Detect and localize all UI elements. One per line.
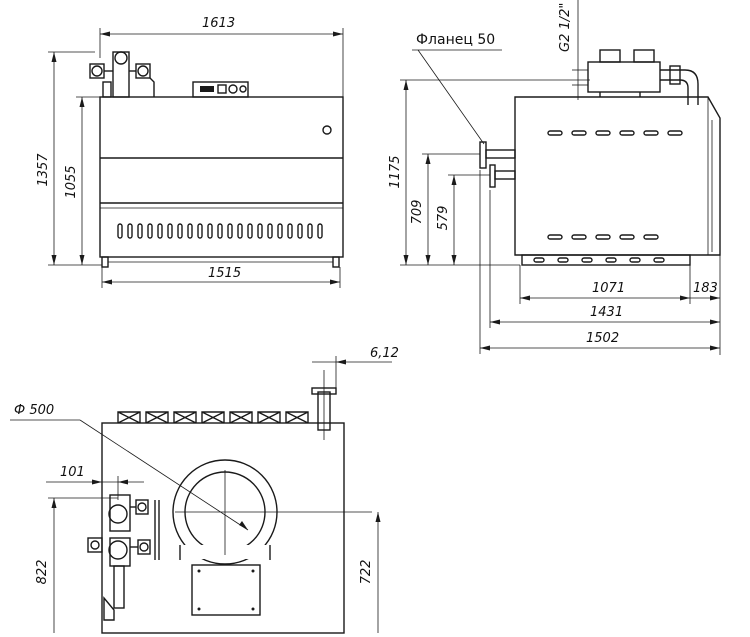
dim-height-left: 822: [35, 560, 50, 585]
flange-lower: [489, 164, 496, 188]
dim-body-height: 1055: [64, 165, 79, 198]
front-view: 1613: [36, 16, 344, 288]
vent-slots-side-upper: [547, 130, 683, 136]
dim-flange-upper: 709: [410, 200, 425, 225]
valve-group-front: [89, 51, 155, 98]
flange-label: Фланец 50: [416, 32, 495, 48]
side-view: Фланец 50 G2 1/2" 1175 709 579 1071 18: [388, 0, 721, 355]
dim-flange-lower: 579: [436, 206, 451, 231]
dim-base-length: 1431: [590, 305, 623, 320]
dim-height-right: 722: [359, 560, 374, 585]
base-slots-side: [533, 257, 665, 263]
indicator-icon: [322, 125, 332, 135]
dim-diameter: Ф 500: [14, 403, 54, 418]
dim-offset-left: 101: [60, 465, 85, 480]
valve-unit-side: [587, 61, 661, 93]
inspection-panel: [191, 564, 261, 616]
thread-label: G2 1/2": [558, 3, 573, 52]
dim-overall-height: 1357: [36, 153, 51, 187]
valve-group-top: [87, 494, 160, 621]
boiler-body-top: [101, 422, 345, 634]
dim-body-length: 1071: [592, 281, 625, 296]
dim-rear-length: 183: [693, 281, 718, 296]
ribs-top: [117, 411, 309, 424]
vent-slots-side-lower: [547, 234, 659, 240]
dim-overall-width: 1613: [202, 16, 235, 31]
control-panel: [192, 81, 249, 98]
dim-offset-right: 6,12: [370, 346, 399, 361]
dim-base-width: 1515: [208, 266, 241, 281]
dim-side-height: 1175: [388, 155, 403, 188]
top-view: 6,12 Ф 500: [10, 346, 399, 634]
dim-total-length: 1502: [586, 331, 619, 346]
boiler-body-side: [514, 96, 721, 256]
flange-upper: [479, 141, 487, 169]
vent-slots-front: [117, 223, 323, 239]
